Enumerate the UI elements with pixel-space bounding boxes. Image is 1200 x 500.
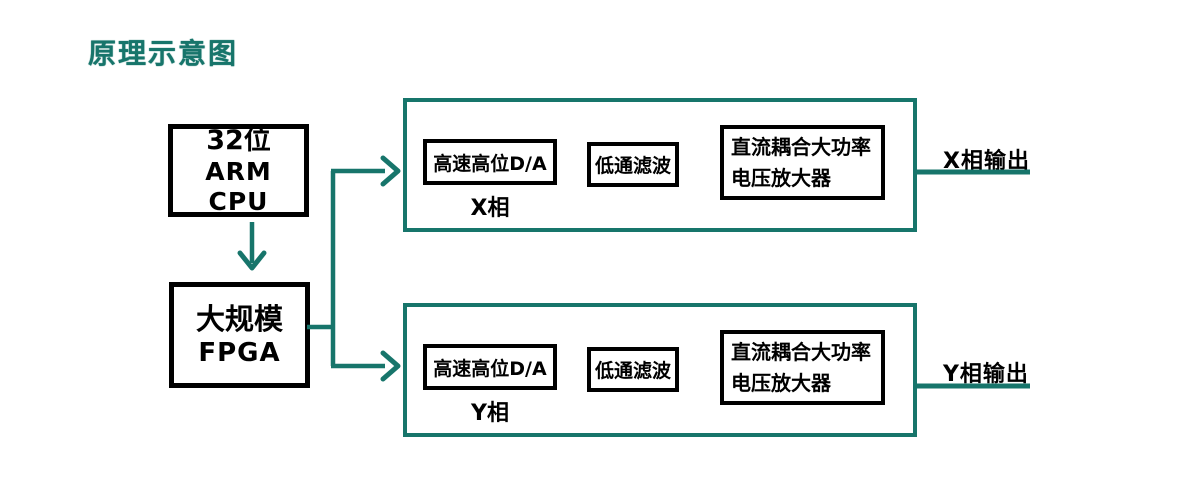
y-phase-label: Y相 xyxy=(471,401,509,426)
fpga-label-line1: 大规模 xyxy=(195,302,283,336)
cpu-label-line2: ARM CPU xyxy=(205,156,272,216)
x-dac-block: 高速高位D/A xyxy=(423,139,557,185)
diagram-title: 原理示意图 xyxy=(88,37,239,70)
x-phase-label: X相 xyxy=(470,196,510,221)
y-filter-label: 低通滤波 xyxy=(594,360,671,382)
arrow-right-icon xyxy=(380,350,401,382)
x-amp-label-line1: 直流耦合大功率 xyxy=(731,134,871,159)
y-amp-label-line1: 直流耦合大功率 xyxy=(731,339,871,364)
cpu-block: 32位 ARM CPU xyxy=(168,124,309,217)
arrow-right-icon xyxy=(380,155,401,187)
fpga-block: 大规模 FPGA xyxy=(169,282,310,388)
x-channel-box: 高速高位D/A X相 低通滤波 直流耦合大功率 电压放大器 xyxy=(403,98,917,232)
y-dac-label: 高速高位D/A xyxy=(433,357,547,380)
x-amplifier-block: 直流耦合大功率 电压放大器 xyxy=(720,125,885,200)
cpu-label-line1: 32位 xyxy=(206,124,271,156)
y-output-label: Y相输出 xyxy=(943,362,1029,387)
fpga-label-line2: FPGA xyxy=(198,338,281,368)
x-filter-label: 低通滤波 xyxy=(594,155,671,177)
x-dac-label: 高速高位D/A xyxy=(433,152,547,175)
x-filter-block: 低通滤波 xyxy=(587,142,679,187)
arrow-down-icon xyxy=(237,250,267,271)
y-amp-label-line2: 电压放大器 xyxy=(731,370,831,395)
y-dac-block: 高速高位D/A xyxy=(423,344,557,390)
y-channel-box: 高速高位D/A Y相 低通滤波 直流耦合大功率 电压放大器 xyxy=(403,303,917,437)
y-filter-block: 低通滤波 xyxy=(587,347,679,392)
x-amp-label-line2: 电压放大器 xyxy=(731,165,831,190)
y-amplifier-block: 直流耦合大功率 电压放大器 xyxy=(720,330,885,405)
